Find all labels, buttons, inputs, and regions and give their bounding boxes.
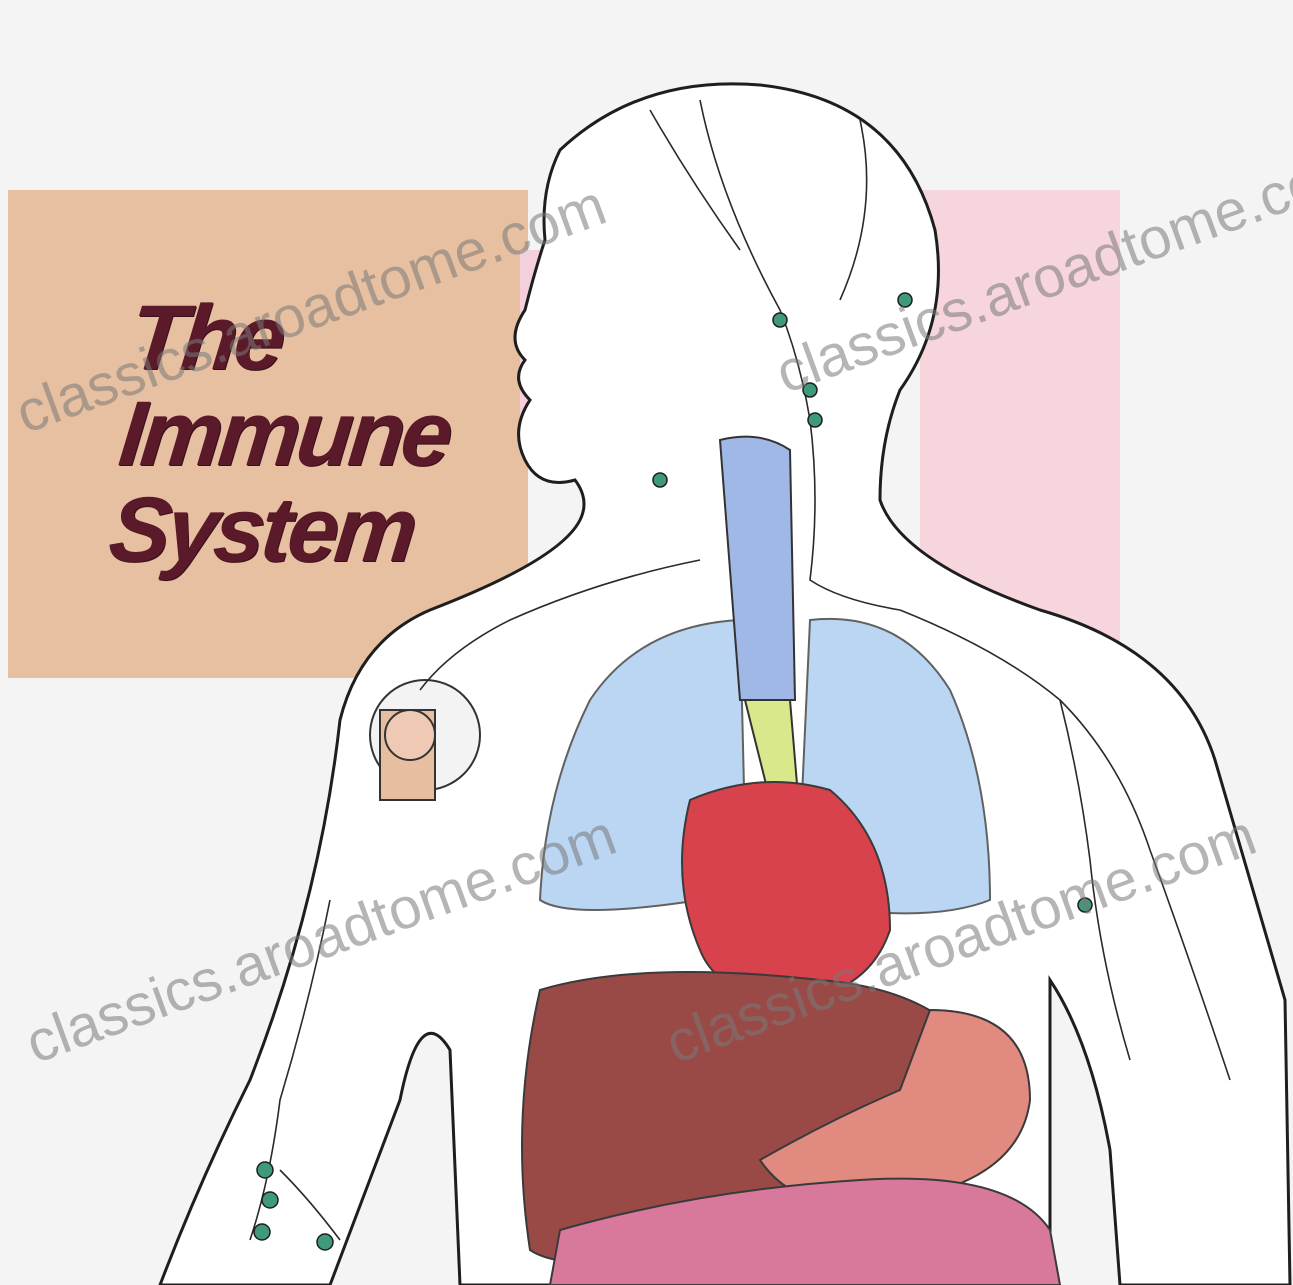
diagram-title: The Immune System [105, 290, 464, 578]
title-line-1: The [125, 290, 464, 386]
title-line-3: System [105, 482, 444, 578]
title-line-2: Immune [115, 386, 454, 482]
